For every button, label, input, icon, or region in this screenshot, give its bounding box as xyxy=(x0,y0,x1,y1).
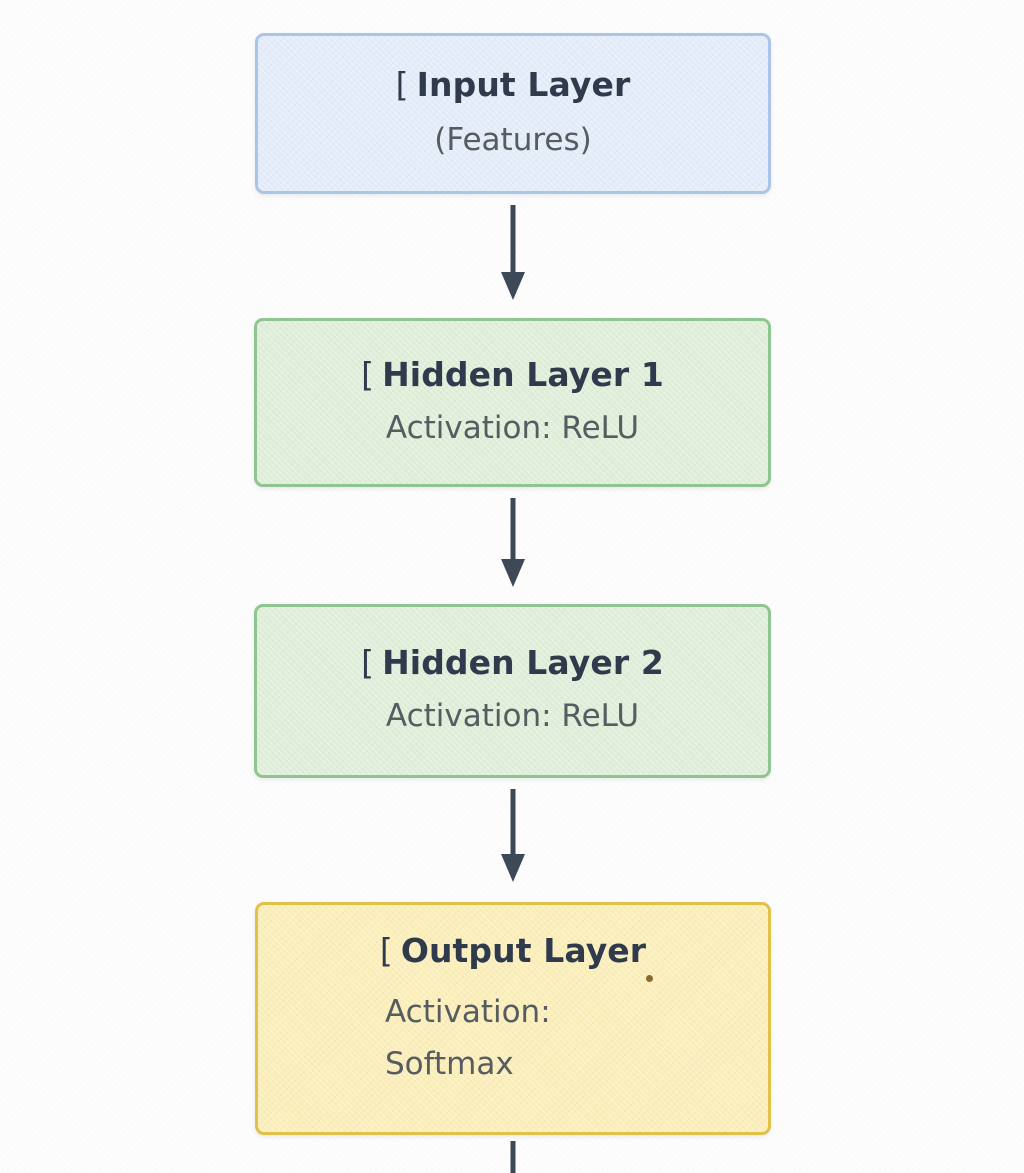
node-input-layer[interactable]: [Input Layer (Features) xyxy=(255,33,771,194)
missing-glyph-icon: [ xyxy=(361,354,375,394)
node-output-layer-subtitle-block: Activation: Softmax xyxy=(258,992,768,1097)
node-hidden-layer-1-title-text: Hidden Layer 1 xyxy=(382,354,664,394)
node-input-layer-subtitle: (Features) xyxy=(434,121,592,158)
node-hidden-layer-1-subtitle: Activation: ReLU xyxy=(385,409,640,446)
node-input-layer-title: [Input Layer xyxy=(395,64,631,104)
node-hidden-layer-2-title: [Hidden Layer 2 xyxy=(361,643,664,683)
node-output-layer-title-text: Output Layer xyxy=(400,931,647,970)
node-hidden-layer-1[interactable]: [Hidden Layer 1 Activation: ReLU xyxy=(254,318,771,487)
missing-glyph-icon: [ xyxy=(395,64,409,104)
missing-glyph-icon: [ xyxy=(361,643,375,683)
node-hidden-layer-2-title-text: Hidden Layer 2 xyxy=(382,643,664,683)
node-hidden-layer-2-subtitle: Activation: ReLU xyxy=(385,698,640,735)
node-output-layer-subtitle-line2: Softmax xyxy=(385,1046,514,1083)
node-input-layer-title-text: Input Layer xyxy=(416,64,631,104)
node-output-layer-subtitle-line1: Activation: xyxy=(385,993,551,1030)
missing-glyph-icon: [ xyxy=(379,931,393,970)
node-hidden-layer-1-title: [Hidden Layer 1 xyxy=(361,354,664,394)
node-hidden-layer-2[interactable]: [Hidden Layer 2 Activation: ReLU xyxy=(254,604,771,778)
render-artifact-dot xyxy=(645,975,653,982)
node-output-layer-title: [Output Layer xyxy=(379,931,653,982)
node-output-layer[interactable]: [Output Layer Activation: Softmax xyxy=(255,902,771,1135)
